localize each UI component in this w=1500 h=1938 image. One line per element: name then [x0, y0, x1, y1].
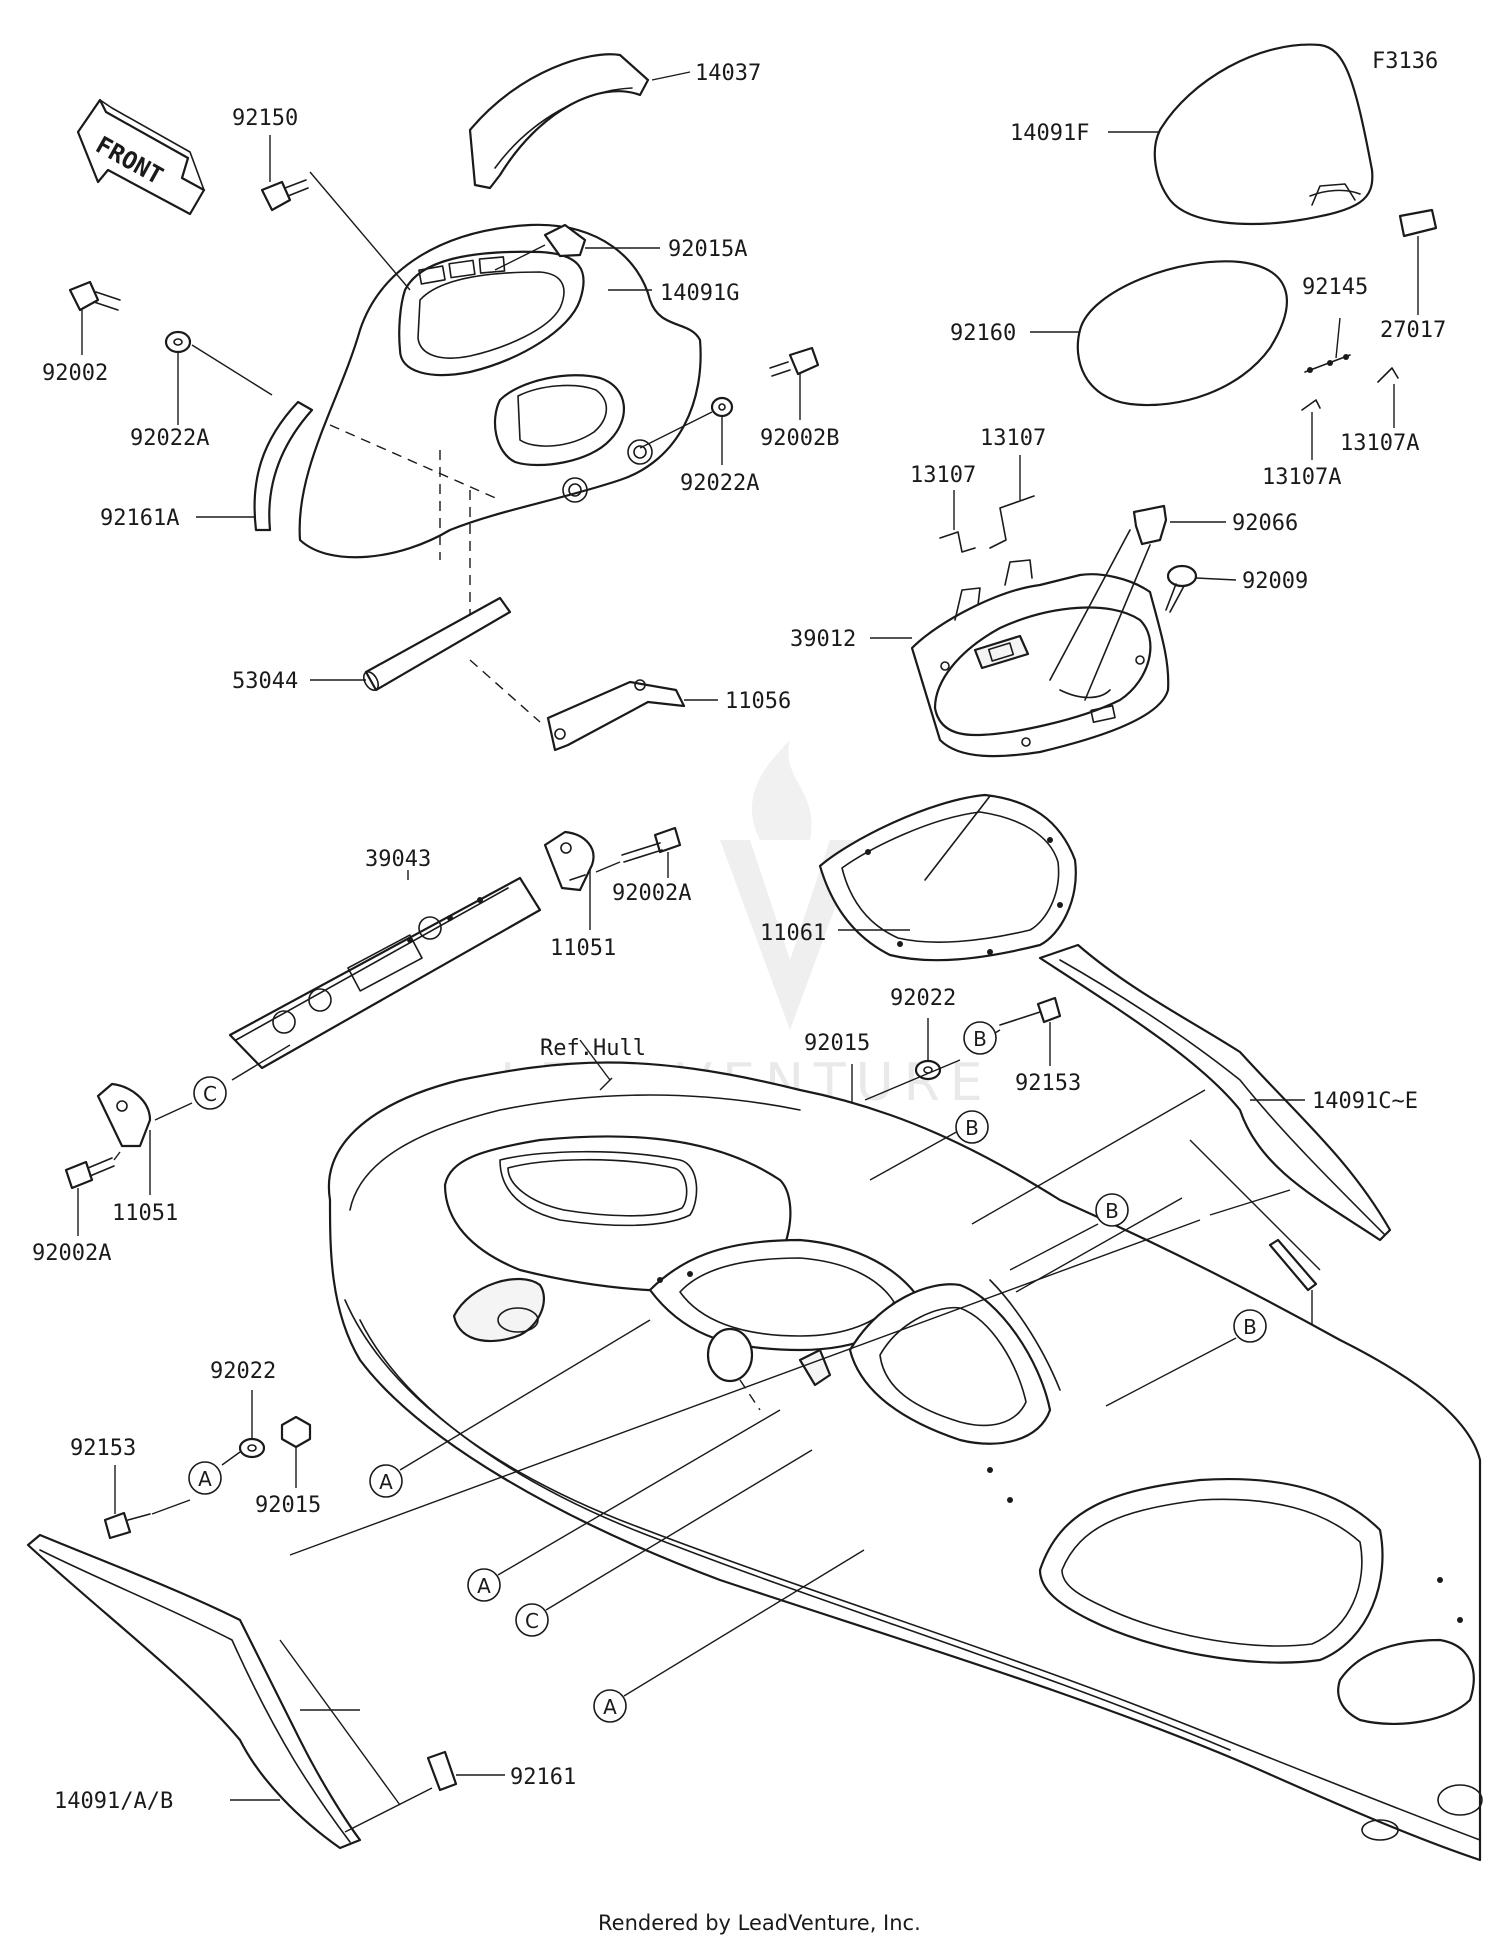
label-92009: 92009 [1242, 569, 1308, 594]
part-92161A-strip[interactable] [253, 400, 314, 532]
part-92145-clip[interactable] [1304, 354, 1351, 373]
callout-a-hull-3: A [593, 1549, 865, 1723]
part-13107A-right-pin[interactable] [1377, 367, 1399, 383]
part-14037-grab-handle[interactable] [468, 53, 650, 190]
part-92002-bolt[interactable] [68, 280, 121, 312]
svg-text:C: C [525, 1609, 539, 1633]
part-92022A-right-washer[interactable] [710, 396, 734, 418]
footer-credit: Rendered by LeadVenture, Inc. [598, 1911, 921, 1935]
label-92022A-left: 92022A [130, 426, 209, 451]
label-11051-bottom: 11051 [112, 1201, 178, 1226]
svg-text:B: B [973, 1027, 987, 1051]
label-92161-bottom: 92161 [510, 1765, 576, 1790]
part-14091G-cover[interactable] [298, 223, 702, 620]
label-39043: 39043 [365, 847, 431, 872]
svg-text:B: B [1105, 1199, 1119, 1223]
callout-a-hull-1: A [369, 1319, 651, 1498]
part-92160-pad[interactable] [1076, 260, 1288, 407]
svg-text:C: C [203, 1082, 217, 1106]
part-11051-top-bracket[interactable] [543, 830, 595, 892]
part-92153-top-bolt[interactable] [999, 996, 1062, 1026]
label-92153-bottom: 92153 [70, 1436, 136, 1461]
svg-text:A: A [477, 1574, 491, 1598]
callout-b-top: B [864, 1021, 1001, 1101]
part-92150-bolt[interactable] [260, 179, 309, 212]
label-92015-bottom: 92015 [255, 1493, 321, 1518]
callout-b-hull-2: B [1009, 1193, 1129, 1271]
part-92009-screw[interactable] [1165, 564, 1198, 613]
label-92022-bottom: 92022 [210, 1359, 276, 1384]
part-11061-gasket[interactable] [818, 793, 1077, 962]
label-13107A-right: 13107A [1340, 431, 1419, 456]
part-92161-right-strip[interactable] [1268, 1238, 1318, 1292]
label-14091F: 14091F [1010, 121, 1089, 146]
label-92145: 92145 [1302, 275, 1368, 300]
label-92015A: 92015A [668, 237, 747, 262]
part-39043-panel[interactable] [228, 876, 542, 1070]
label-39012: 39012 [790, 627, 856, 652]
hull-label: Ref.Hull [540, 1036, 646, 1061]
label-92066: 92066 [1232, 511, 1298, 536]
callout-c-top: C [193, 1044, 291, 1110]
callout-b-hull-1: B [869, 1110, 989, 1181]
label-14037: 14037 [695, 61, 761, 86]
label-14091CE: 14091C~E [1312, 1089, 1418, 1114]
part-13107-pins[interactable] [939, 495, 1035, 553]
part-39012-glovebox[interactable] [910, 529, 1170, 758]
label-92002B: 92002B [760, 426, 839, 451]
svg-text:A: A [198, 1467, 212, 1491]
figure-code: F3136 [1372, 49, 1438, 74]
callout-a-hull-2: A [467, 1409, 781, 1602]
label-11061: 11061 [760, 921, 826, 946]
label-92022-top: 92022 [890, 986, 956, 1011]
part-53044-tube[interactable] [361, 596, 512, 693]
label-92002A-bottom: 92002A [32, 1241, 111, 1266]
part-92002A-top-bolt[interactable] [621, 826, 682, 863]
hull-reference [327, 1061, 1483, 1862]
label-92160: 92160 [950, 321, 1016, 346]
label-13107-upper: 13107 [980, 426, 1046, 451]
part-14091AB-side-rail[interactable] [26, 1533, 401, 1850]
part-92015-bottom-nut[interactable] [280, 1415, 312, 1449]
part-92153-bottom-bolt[interactable] [103, 1511, 151, 1540]
svg-text:A: A [603, 1695, 617, 1719]
svg-text:B: B [1243, 1315, 1257, 1339]
callout-a-bottom: A [151, 1451, 241, 1515]
part-92002B-bolt[interactable] [769, 346, 820, 377]
part-13107A-left-pin[interactable] [1301, 399, 1321, 411]
part-27017-pad[interactable] [1398, 208, 1438, 238]
label-14091AB: 14091/A/B [54, 1789, 173, 1814]
callout-b-hull-3: B [1105, 1309, 1267, 1407]
label-13107-lower: 13107 [910, 463, 976, 488]
part-92015A-nut[interactable] [543, 223, 587, 258]
label-92161A: 92161A [100, 506, 179, 531]
label-27017: 27017 [1380, 318, 1446, 343]
part-92066-grommet[interactable] [1132, 504, 1168, 546]
label-92022A-right: 92022A [680, 471, 759, 496]
label-92015-top: 92015 [804, 1031, 870, 1056]
callout-c-hull: C [515, 1449, 813, 1637]
part-92022A-left-washer[interactable] [164, 330, 192, 354]
part-92022-bottom-washer[interactable] [238, 1437, 266, 1459]
label-11056: 11056 [725, 689, 791, 714]
part-92161-bottom-strip[interactable] [426, 1750, 458, 1792]
part-11051-bottom-bracket[interactable] [96, 1082, 152, 1148]
part-11056-bracket[interactable] [469, 659, 686, 752]
label-13107A-left: 13107A [1262, 465, 1341, 490]
label-92153-top: 92153 [1015, 1071, 1081, 1096]
svg-text:B: B [965, 1116, 979, 1140]
front-arrow-icon: FRONT [76, 98, 206, 216]
part-92002A-bottom-bolt[interactable] [64, 1157, 115, 1190]
part-14091F-cover[interactable] [1153, 43, 1374, 226]
label-92150: 92150 [232, 106, 298, 131]
label-53044: 53044 [232, 669, 298, 694]
label-14091G: 14091G [660, 281, 739, 306]
part-14091CE-side-rail[interactable] [1038, 943, 1392, 1271]
label-92002A-top: 92002A [612, 881, 691, 906]
label-92002: 92002 [42, 361, 108, 386]
part-92022-top-washer[interactable] [914, 1059, 942, 1081]
svg-text:A: A [379, 1470, 393, 1494]
label-11051-top: 11051 [550, 936, 616, 961]
